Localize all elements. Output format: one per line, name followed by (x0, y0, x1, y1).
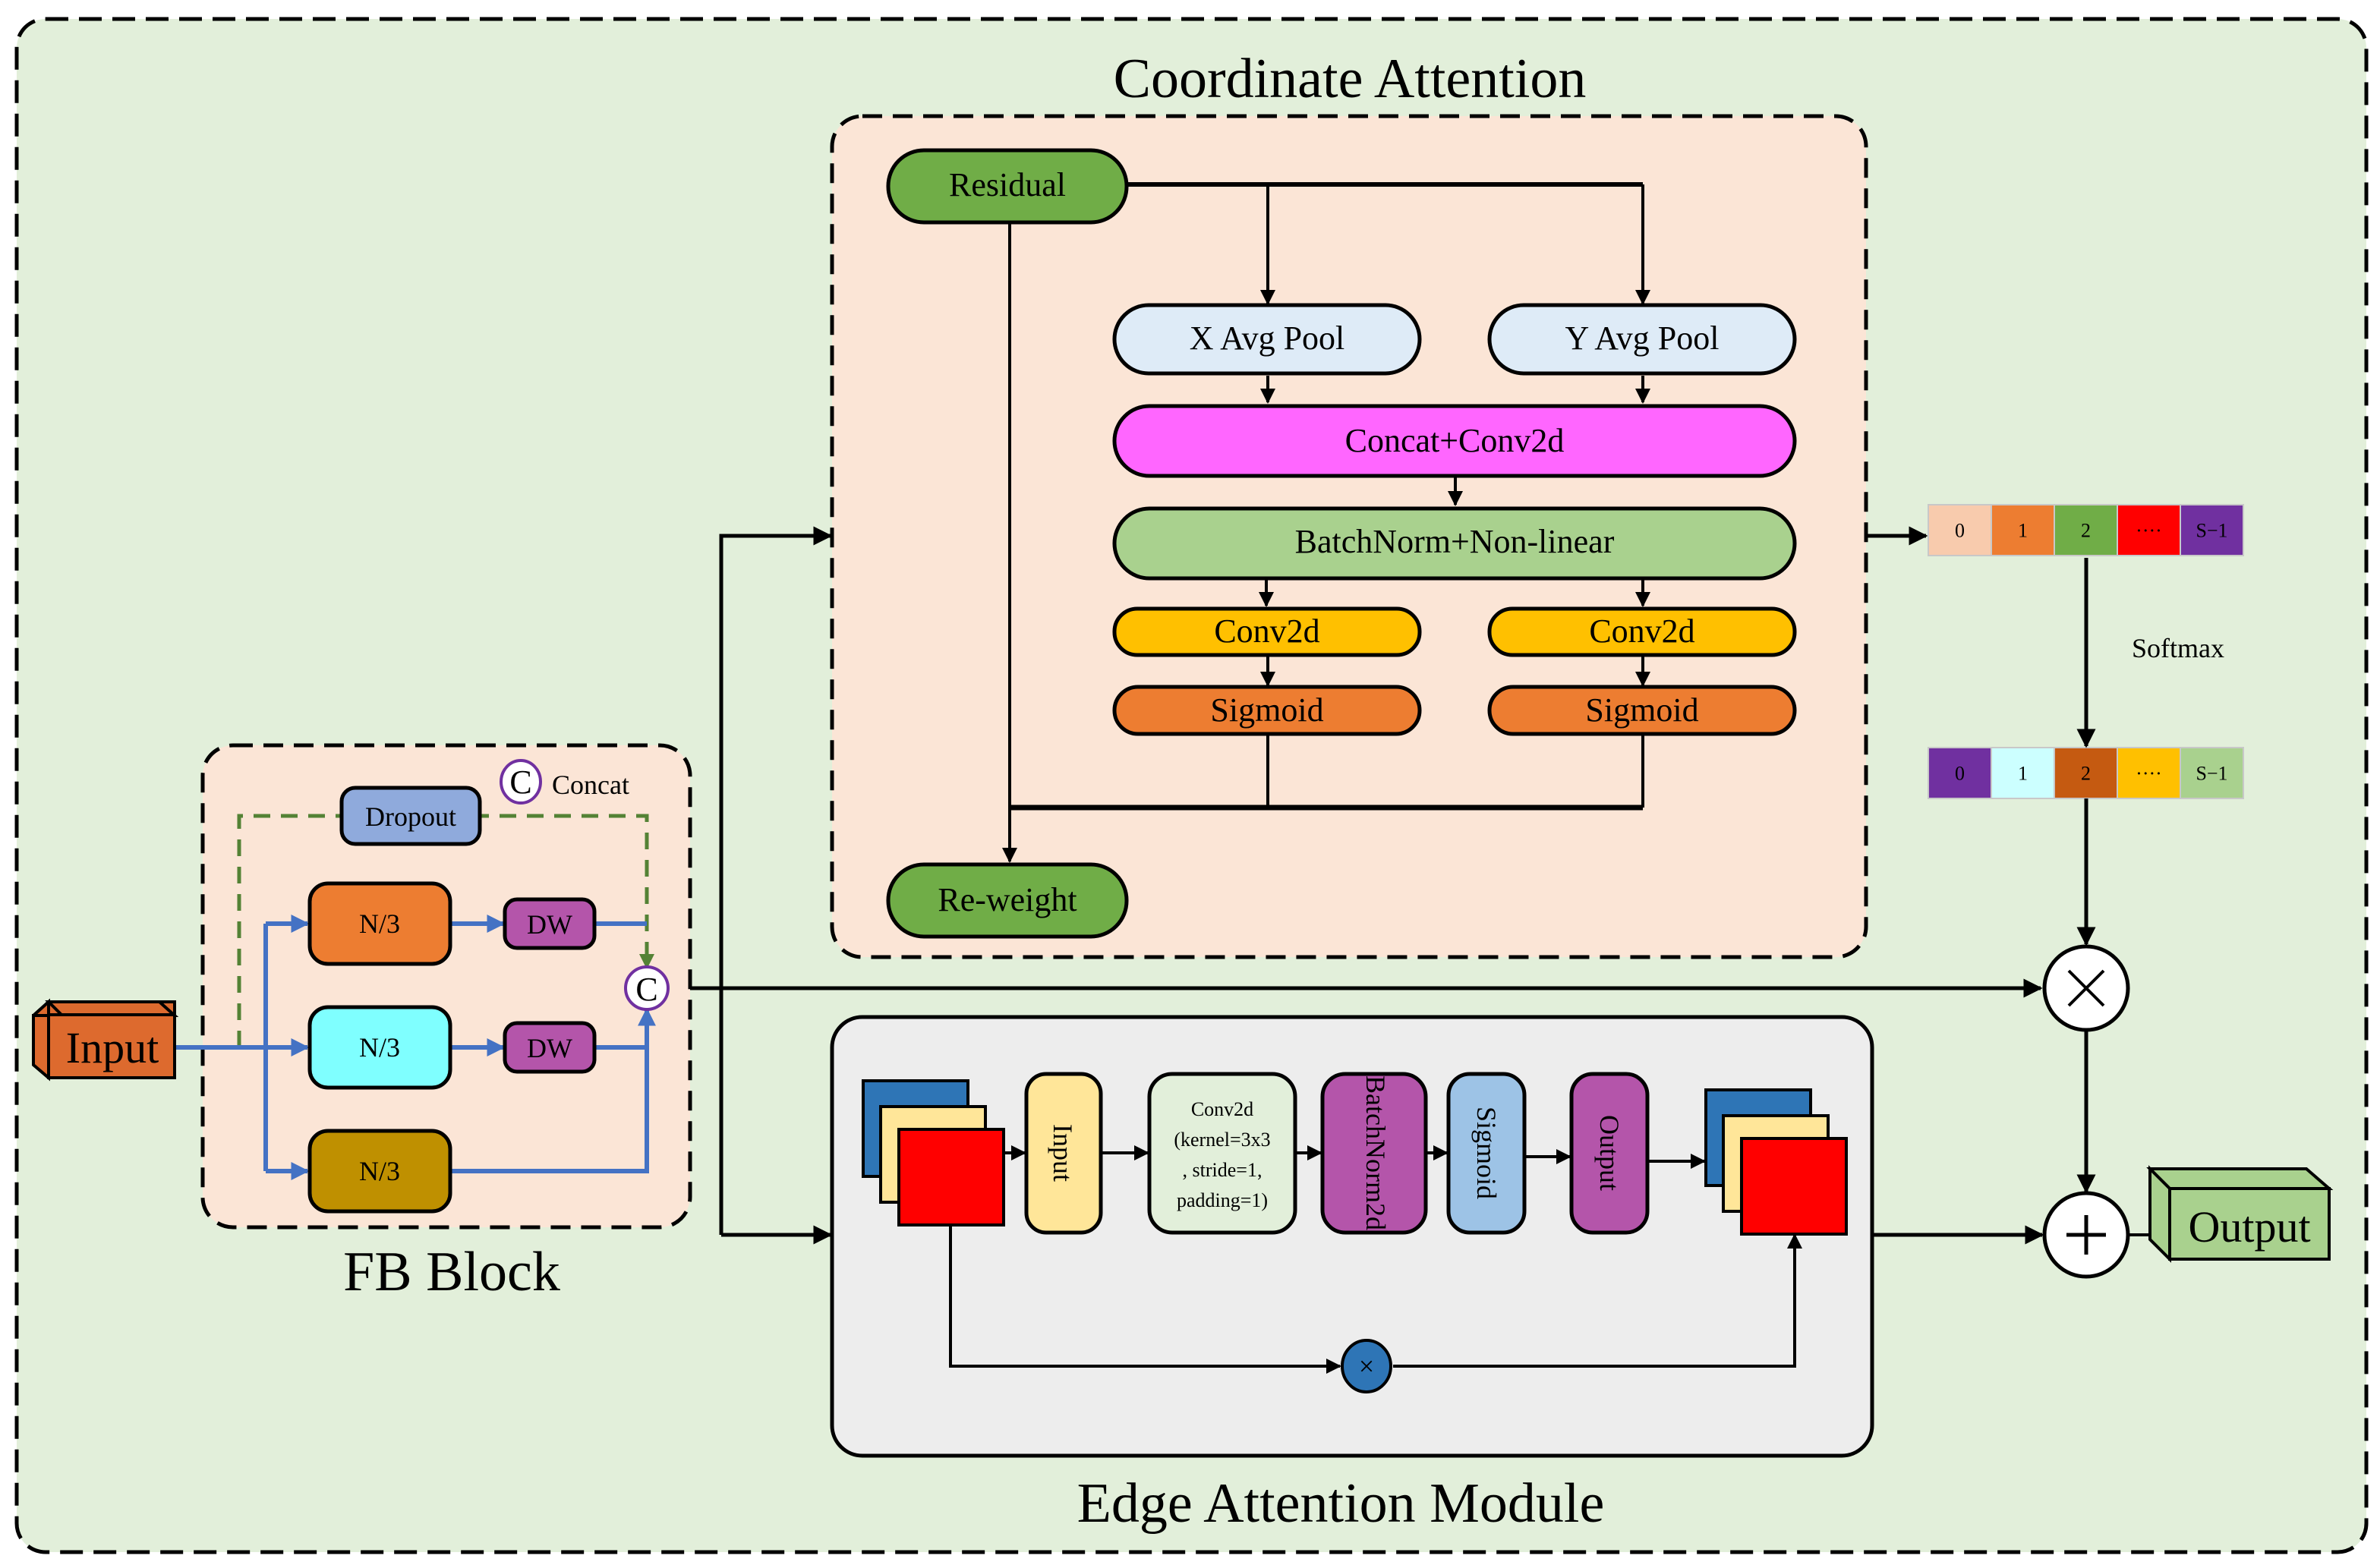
branch-2-dw-label: DW (527, 1033, 572, 1063)
branch-1-dw-node[interactable]: DW (503, 897, 597, 950)
concat-legend-label: Concat (552, 770, 629, 800)
eam-batchnorm2d-label: BatchNorm2d (1360, 1075, 1391, 1230)
post-softmax-cell-label: ···· (2136, 763, 2162, 785)
post-softmax-cell-label: S−1 (2196, 763, 2227, 785)
post-softmax-cell-0: 0 (1928, 747, 1992, 799)
post-softmax-cell-4: S−1 (2180, 747, 2244, 799)
eam-multiply-icon: × (1359, 1351, 1374, 1381)
concat-symbol: C (635, 971, 657, 1008)
batchnorm-nonlinear-node[interactable]: BatchNorm+Non-linear (1112, 506, 1797, 581)
fb-block-module: FB Block C Concat Dropout N/3 DW (175, 743, 692, 1303)
add-icon (2066, 1215, 2106, 1255)
post-softmax-cell-1: 1 (1991, 747, 2055, 799)
x-avg-pool-node[interactable]: X Avg Pool (1112, 303, 1422, 376)
post-softmax-cell-3: ···· (2117, 747, 2181, 799)
sigmoid-right-label: Sigmoid (1585, 691, 1698, 729)
pre-softmax-cell-label: 1 (2018, 520, 2028, 542)
softmax-section: 0 1 2 ···· S−1 0 1 2 ···· S−1 Softmax (1928, 504, 2244, 946)
x-avg-pool-label: X Avg Pool (1190, 320, 1345, 357)
pre-softmax-cell-1: 1 (1991, 504, 2055, 556)
pre-softmax-cell-label: ···· (2136, 520, 2162, 542)
concat-legend-symbol: C (509, 764, 531, 801)
concat-conv2d-node[interactable]: Concat+Conv2d (1112, 404, 1797, 478)
eam-conv2d-line-4: padding=1) (1177, 1189, 1268, 1211)
sigmoid-right-node[interactable]: Sigmoid (1487, 685, 1797, 736)
conv2d-left-node[interactable]: Conv2d (1112, 606, 1422, 657)
eam-sigmoid-node[interactable]: Sigmoid (1446, 1072, 1527, 1235)
reweight-node[interactable]: Re-weight (886, 862, 1129, 939)
concat-legend: C Concat (500, 759, 629, 805)
branch-1-n3-node[interactable]: N/3 (307, 881, 452, 966)
multiply-operator[interactable] (2042, 944, 2130, 1032)
pre-softmax-cell-4: S−1 (2180, 504, 2244, 556)
softmax-label: Softmax (2132, 633, 2224, 663)
eam-batchnorm2d-node[interactable]: BatchNorm2d (1320, 1072, 1428, 1235)
pre-softmax-cell-label: 2 (2081, 520, 2091, 542)
y-avg-pool-label: Y Avg Pool (1565, 320, 1720, 357)
branch-2-label: N/3 (359, 1032, 400, 1063)
eam-multiply-node[interactable]: × (1341, 1339, 1392, 1393)
pre-softmax-cell-label: S−1 (2196, 520, 2227, 542)
edge-attention-module: Edge Attention Module Input Conv2d (830, 1015, 1874, 1535)
dropout-label: Dropout (365, 801, 456, 832)
output-label: Output (2188, 1202, 2310, 1252)
fb-block-title: FB Block (343, 1241, 560, 1303)
add-operator[interactable] (2042, 1191, 2130, 1279)
concat-conv2d-label: Concat+Conv2d (1345, 422, 1565, 459)
batchnorm-nonlinear-label: BatchNorm+Non-linear (1295, 523, 1615, 560)
reweight-label: Re-weight (938, 881, 1077, 918)
branch-3-n3-node[interactable]: N/3 (307, 1129, 452, 1214)
conv2d-right-label: Conv2d (1589, 612, 1694, 650)
output-feature-maps (1704, 1088, 1848, 1236)
post-softmax-cell-label: 2 (2081, 763, 2091, 785)
input-feature-maps (862, 1079, 1005, 1226)
input-label: Input (66, 1023, 159, 1072)
output-block[interactable]: Output (2146, 1165, 2334, 1263)
eam-input-node[interactable]: Input (1024, 1072, 1103, 1235)
concat-legend-icon (500, 759, 542, 805)
residual-label: Residual (949, 166, 1066, 203)
coordinate-attention-title: Coordinate Attention (1114, 48, 1587, 110)
conv2d-right-node[interactable]: Conv2d (1487, 606, 1797, 657)
pre-softmax-cell-0: 0 (1928, 504, 1992, 556)
eam-output-node[interactable]: Output (1569, 1072, 1650, 1235)
eam-conv2d-node[interactable]: Conv2d (kernel=3x3 , stride=1, padding=1… (1147, 1072, 1297, 1235)
post-softmax-cell-2: 2 (2054, 747, 2118, 799)
coordinate-attention-module: Coordinate Attention Residual X Avg Pool… (830, 48, 1868, 959)
branch-2-n3-node[interactable]: N/3 (307, 1005, 452, 1090)
concat-icon (624, 965, 670, 1011)
branch-1-dw-label: DW (527, 909, 572, 940)
eam-conv2d-line-3: , stride=1, (1183, 1159, 1263, 1181)
sigmoid-left-label: Sigmoid (1210, 691, 1323, 729)
vector-after-softmax: 0 1 2 ···· S−1 (1928, 747, 2244, 799)
concat-node[interactable]: C (624, 965, 670, 1011)
branch-1-label: N/3 (359, 908, 400, 939)
eam-input-label: Input (1048, 1124, 1078, 1182)
branch-2-dw-node[interactable]: DW (503, 1021, 597, 1074)
pre-softmax-cell-2: 2 (2054, 504, 2118, 556)
eam-conv2d-line-1: Conv2d (1191, 1098, 1253, 1120)
post-softmax-cell-label: 0 (1955, 763, 1965, 785)
vector-before-softmax: 0 1 2 ···· S−1 (1928, 504, 2244, 556)
multiply-icon (2067, 969, 2105, 1007)
edge-attention-title: Edge Attention Module (1077, 1472, 1605, 1535)
eam-conv2d-line-2: (kernel=3x3 (1174, 1129, 1270, 1151)
y-avg-pool-node[interactable]: Y Avg Pool (1487, 303, 1797, 376)
eam-output-label: Output (1594, 1115, 1625, 1191)
pre-softmax-cell-label: 0 (1955, 520, 1965, 542)
residual-node[interactable]: Residual (886, 148, 1129, 225)
pre-softmax-cell-3: ···· (2117, 504, 2181, 556)
branch-3-label: N/3 (359, 1156, 400, 1186)
dropout-node[interactable]: Dropout (339, 786, 482, 846)
input-block[interactable]: Input (32, 998, 179, 1082)
conv2d-left-label: Conv2d (1214, 612, 1319, 650)
post-softmax-cell-label: 1 (2018, 763, 2028, 785)
eam-sigmoid-label: Sigmoid (1471, 1107, 1502, 1199)
sigmoid-left-node[interactable]: Sigmoid (1112, 685, 1422, 736)
